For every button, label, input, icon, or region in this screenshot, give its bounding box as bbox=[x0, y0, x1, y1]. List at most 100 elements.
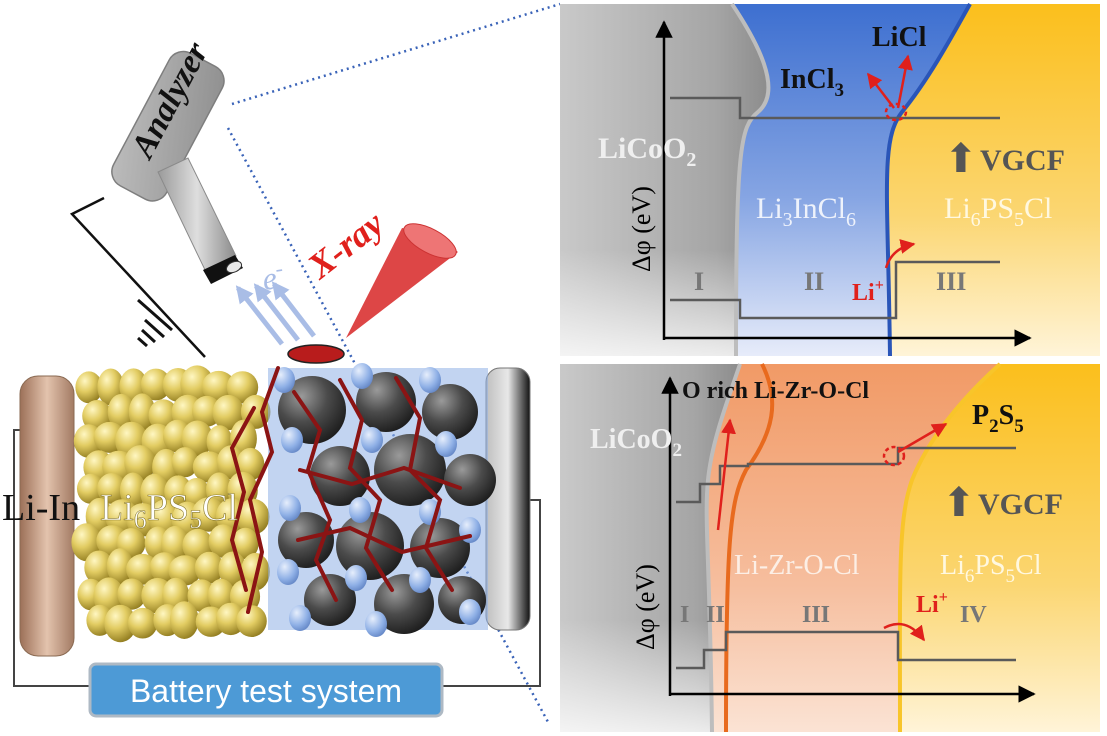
xray-label: X-ray bbox=[300, 202, 392, 286]
vgcf-label-top: VGCF bbox=[980, 144, 1065, 177]
licoo2-label-top: LiCoO2 bbox=[598, 132, 696, 171]
li-plus-label-top: Li+ bbox=[852, 277, 884, 306]
electrolyte-particle bbox=[117, 578, 146, 610]
region-2-top: II bbox=[804, 267, 824, 296]
region-2-bottom: II bbox=[706, 602, 725, 628]
li6ps5cl-label-bottom: Li6PS5Cl bbox=[940, 550, 1042, 587]
axis-label-bottom: Δφ (eV) bbox=[631, 564, 660, 650]
halide-particle bbox=[345, 565, 367, 591]
li6ps5cl-label-top: Li6PS5Cl bbox=[944, 192, 1052, 231]
electrolyte-particle bbox=[107, 393, 135, 431]
decomposition-arrows-top bbox=[867, 54, 916, 269]
xps-setup: Analyzer e- X-ray bbox=[2, 2, 561, 723]
electrolyte-particle bbox=[194, 551, 224, 584]
carbon-fiber-network bbox=[229, 366, 472, 614]
electrolyte-particle bbox=[127, 607, 158, 639]
energy-level-lower-bottom bbox=[676, 630, 1016, 670]
electrolyte-particle bbox=[236, 605, 267, 637]
photoelectron-arrows bbox=[235, 281, 316, 346]
electrolyte-particle bbox=[119, 472, 146, 509]
licl-label: LiCl bbox=[872, 22, 927, 53]
energy-level-upper-bottom bbox=[676, 446, 1016, 504]
interface-line-orange-bottom bbox=[724, 363, 775, 733]
electrolyte-particle bbox=[232, 527, 259, 560]
halide-particle bbox=[409, 567, 431, 593]
interface-line-yellow-bottom bbox=[897, 362, 1002, 733]
ground-wire bbox=[69, 196, 206, 358]
electrolyte-particle bbox=[140, 368, 171, 401]
electrolyte-particle bbox=[77, 473, 105, 504]
halide-particle bbox=[459, 599, 481, 625]
energy-level-upper-top bbox=[670, 96, 1000, 120]
current-collector bbox=[485, 367, 531, 631]
zoom-line-top bbox=[231, 2, 561, 106]
electrolyte-particle bbox=[171, 447, 199, 478]
electrolyte-particle bbox=[75, 371, 103, 404]
halide-particle bbox=[361, 427, 383, 453]
lizrocl-label: Li-Zr-O-Cl bbox=[734, 550, 860, 581]
licoo2-label-bottom: LiCoO2 bbox=[590, 424, 682, 461]
o-rich-label: O rich Li-Zr-O-Cl bbox=[682, 378, 869, 404]
axis-label-top: Δφ (eV) bbox=[627, 186, 656, 272]
halide-particle bbox=[435, 431, 457, 457]
halide-particle bbox=[365, 611, 387, 637]
analyzer: Analyzer bbox=[111, 36, 243, 284]
licoo2-particle bbox=[422, 384, 478, 440]
electrolyte-particle bbox=[201, 370, 236, 403]
electrolyte-particle bbox=[169, 601, 199, 639]
lizrocl-region-bottom bbox=[706, 364, 1000, 732]
top-energy-diagram: Δφ (eV) LiCoO2 Li3InCl6 Li6PS5Cl InCl3 L… bbox=[560, 2, 1100, 357]
halide-particle bbox=[281, 427, 303, 453]
electrolyte-particle bbox=[128, 393, 156, 431]
li-in-label: Li-In bbox=[2, 487, 80, 529]
region-4-bottom: IV bbox=[960, 602, 987, 628]
halide-particle bbox=[277, 559, 299, 585]
electrolyte-particle bbox=[187, 579, 217, 612]
electrolyte-particle bbox=[212, 394, 244, 431]
electrolyte-particle bbox=[104, 604, 137, 643]
licoo2-particle bbox=[304, 574, 356, 626]
li3incl6-region-top bbox=[732, 4, 970, 356]
vgcf-label-bottom: VGCF bbox=[978, 488, 1063, 521]
region-1-bottom: I bbox=[680, 602, 689, 628]
electrolyte-particle bbox=[97, 473, 127, 504]
ground-icon bbox=[137, 298, 173, 348]
electrolyte-particle bbox=[124, 445, 156, 481]
vgcf-up-arrow-icon: ⬆ bbox=[942, 480, 976, 526]
decomposition-arrows-bottom bbox=[716, 418, 948, 642]
li-in-electrode bbox=[19, 375, 75, 657]
interface-line-gray-top bbox=[730, 2, 771, 357]
licoo2-particle bbox=[310, 446, 370, 506]
li6ps5cl-region-bottom bbox=[899, 364, 1100, 732]
licoo2-particle bbox=[444, 454, 496, 506]
analyzer-aperture bbox=[225, 260, 243, 274]
interface-line-gray-bottom bbox=[704, 363, 742, 733]
electrolyte-particle bbox=[181, 420, 213, 457]
licoo2-particle bbox=[410, 518, 470, 578]
halide-particle bbox=[351, 363, 373, 389]
halide-particle bbox=[349, 497, 371, 523]
incl3-label: InCl3 bbox=[780, 64, 844, 101]
electrolyte-particle bbox=[84, 550, 114, 585]
bottom-energy-diagram: Δφ (eV) O rich Li-Zr-O-Cl LiCoO2 P2S5 ⬆ … bbox=[560, 362, 1100, 733]
licoo2-particle bbox=[336, 512, 404, 580]
electrolyte-particle bbox=[226, 371, 259, 404]
region-3-bottom: III bbox=[802, 602, 830, 628]
energy-level-lower-top bbox=[670, 260, 1000, 320]
halide-particle bbox=[419, 367, 441, 393]
electrolyte-particle bbox=[208, 524, 238, 558]
p2s5-label: P2S5 bbox=[972, 400, 1024, 437]
battery-test-system-button[interactable]: Battery test system bbox=[88, 662, 444, 718]
vgcf-up-arrow-icon: ⬆ bbox=[944, 136, 978, 182]
halide-particle bbox=[279, 495, 301, 521]
electrolyte-particle bbox=[106, 548, 134, 585]
electron-label: e- bbox=[260, 255, 287, 297]
halide-particle bbox=[289, 605, 311, 631]
analyzer-head bbox=[111, 50, 225, 202]
halide-particle bbox=[273, 367, 295, 393]
battery-test-system-label: Battery test system bbox=[130, 673, 402, 709]
sulfide-electrolyte-layer bbox=[71, 365, 271, 643]
xray-source bbox=[287, 223, 458, 364]
li3incl6-label-top: Li3InCl6 bbox=[756, 192, 856, 231]
